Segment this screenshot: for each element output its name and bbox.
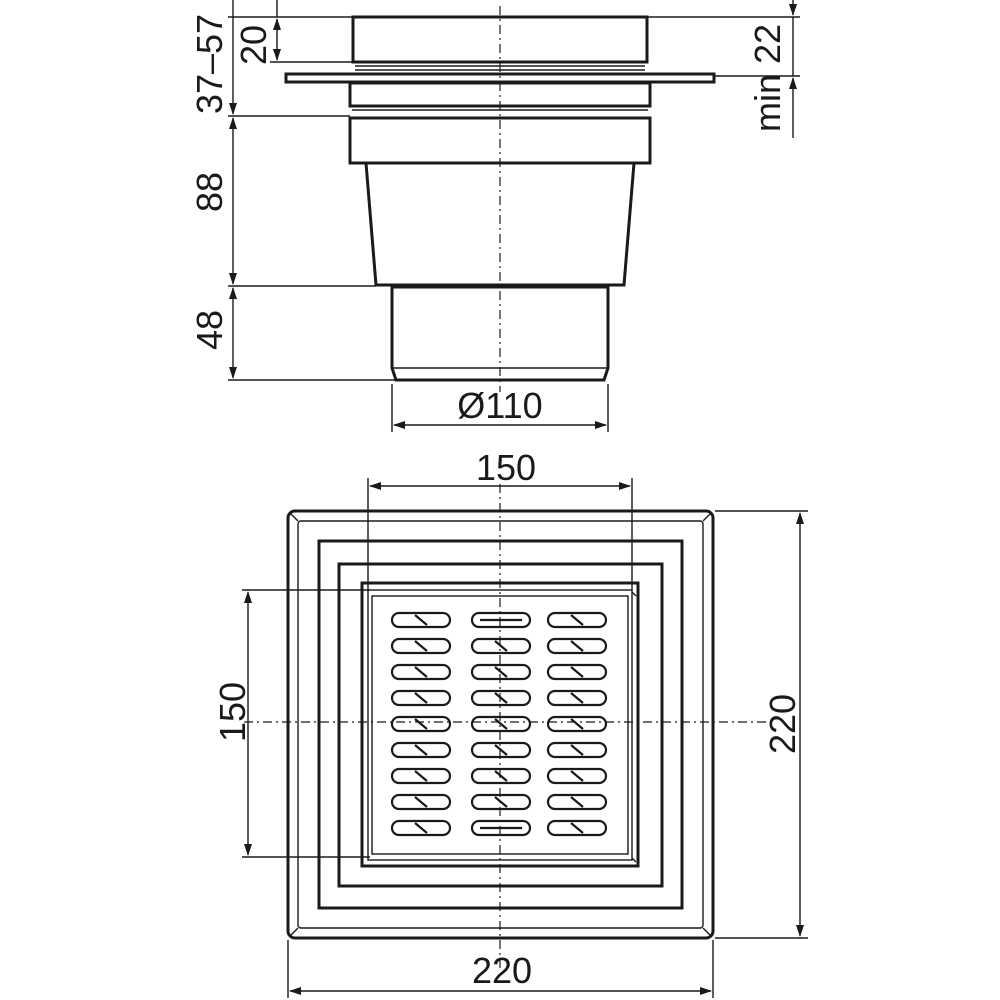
grate-slot-mark (414, 692, 428, 704)
grate-slot-mark (570, 692, 584, 704)
grate-slot-mark (570, 640, 584, 652)
side-view: 37–57 20 88 48 min 22 Ø110 (189, 0, 800, 432)
top-view: 150 150 220 220 (212, 447, 808, 998)
grate-slot-mark (494, 640, 508, 652)
grate-slot-mark (414, 822, 428, 834)
grate-slot-mark (570, 718, 584, 730)
grate-slot-mark (570, 796, 584, 808)
grate-slot-mark (570, 744, 584, 756)
dim-adjust-range: 37–57 (189, 14, 230, 114)
grate-slot-mark (494, 692, 508, 704)
grate-slot-mark (414, 666, 428, 678)
dim-frame-width: 220 (472, 950, 532, 991)
grate-slot-mark (414, 640, 428, 652)
dim-body-height: 88 (189, 172, 230, 212)
adjustment-collar (348, 81, 652, 108)
grate-slot-mark (414, 614, 428, 626)
dim-outlet-height: 48 (189, 310, 230, 350)
grate-slots (390, 611, 608, 837)
grate-slot-mark (570, 822, 584, 834)
dim-flange-min: min 22 (747, 24, 788, 132)
body-ring (348, 116, 652, 165)
grate-slot-mark (414, 796, 428, 808)
grate-slot-mark (494, 796, 508, 808)
dim-grate-height: 150 (212, 682, 253, 742)
grate-slot-mark (494, 718, 508, 730)
body-taper (364, 162, 636, 287)
grate-slot-mark (494, 666, 508, 678)
grate-slot-mark (570, 770, 584, 782)
grate-slot-mark (570, 666, 584, 678)
dim-frame-height: 220 (762, 694, 803, 754)
dim-grate-width: 150 (476, 447, 536, 488)
grate-slot-mark (494, 770, 508, 782)
dim-top-height: 20 (233, 25, 274, 65)
grate-cap (351, 15, 649, 64)
dim-outlet-diameter: Ø110 (457, 385, 542, 426)
grate-slot-mark (414, 744, 428, 756)
grate-slot-mark (570, 614, 584, 626)
grate-slot-mark (414, 718, 428, 730)
grate-slot-mark (494, 744, 508, 756)
grate-slot-mark (414, 770, 428, 782)
